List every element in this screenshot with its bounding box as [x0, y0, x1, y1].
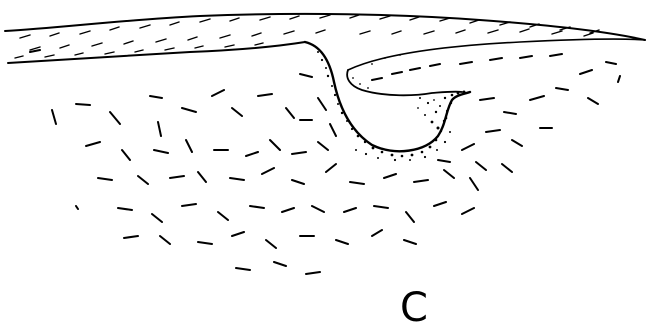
- surface-layer: [5, 14, 645, 70]
- pocket-inner-wall: [347, 70, 462, 95]
- tissue-dash-strokes: [30, 50, 620, 274]
- pocket-outer-wall: [305, 42, 470, 151]
- pocket-stipple: [317, 51, 466, 161]
- surface-top-edge: [5, 14, 645, 40]
- pocket-roof-edge: [348, 39, 645, 70]
- surface-bottom-edge: [8, 42, 305, 63]
- invagination-pocket: [305, 42, 470, 161]
- panel-label: C: [394, 286, 434, 330]
